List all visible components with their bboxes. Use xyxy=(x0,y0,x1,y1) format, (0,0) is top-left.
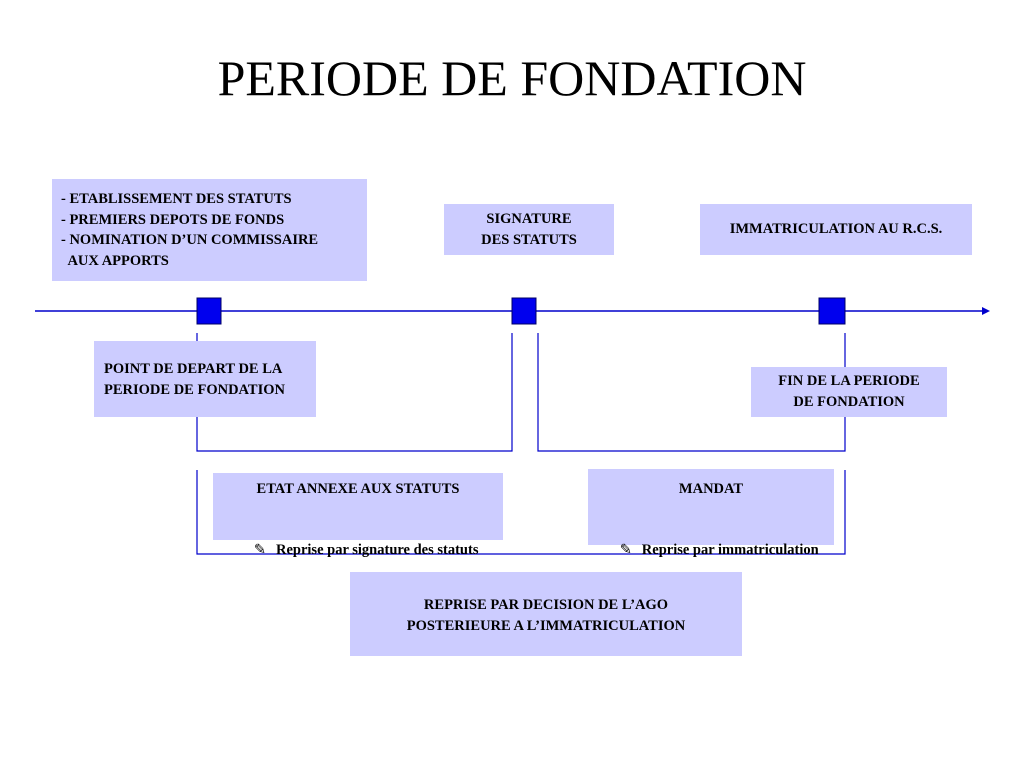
box-item: ✎ Reprise par signature des statuts xyxy=(213,520,503,582)
box-line: - NOMINATION D’UN COMMISSAIRE xyxy=(61,232,319,248)
box-line: REPRISE PAR DECISION DE L’AGO xyxy=(423,597,669,613)
box-item-text: Reprise par immatriculation xyxy=(641,542,819,558)
bracket-start-to-end xyxy=(196,470,846,555)
box-line: - PREMIERS DEPOTS DE FONDS xyxy=(61,211,285,228)
box-line: FIN DE LA PERIODE xyxy=(778,373,920,389)
box-mandat: MANDAT ✎ Reprise par immatriculation xyxy=(588,469,834,558)
box-heading: MANDAT xyxy=(678,481,744,497)
box-item-text: Reprise par signature des statuts xyxy=(276,542,479,558)
timeline-arrow-head xyxy=(982,307,990,315)
timeline-marker-signature xyxy=(511,297,537,325)
pencil-icon: ✎ xyxy=(253,542,267,558)
box-statuts-tasks: - ETABLISSEMENT DES STATUTS - PREMIERS D… xyxy=(52,179,367,281)
pencil-icon: ✎ xyxy=(619,542,632,558)
timeline-marker-start xyxy=(196,297,222,325)
box-line: POINT DE DEPART DE LA xyxy=(104,361,283,377)
box-signature: SIGNATURE DES STATUTS xyxy=(444,204,614,255)
box-etat-annexe: ETAT ANNEXE AUX STATUTS ✎ Reprise par sig… xyxy=(213,473,503,558)
box-item: ✎ Reprise par immatriculation xyxy=(588,520,834,582)
timeline-marker-end xyxy=(818,297,846,325)
box-point-depart: POINT DE DEPART DE LA PERIODE DE FONDATI… xyxy=(94,341,316,417)
box-line: SIGNATURE xyxy=(486,211,572,227)
box-immatriculation: IMMATRICULATION AU R.C.S. xyxy=(700,204,972,255)
box-line: DES STATUTS xyxy=(481,231,577,248)
box-fin-periode: FIN DE LA PERIODE DE FONDATION xyxy=(751,367,947,417)
page-title: PERIODE DE FONDATION xyxy=(217,50,807,106)
box-line: PERIODE DE FONDATION xyxy=(104,381,285,398)
box-reprise-ago: REPRISE PAR DECISION DE L’AGO POSTERIEUR… xyxy=(350,572,742,656)
box-line: DE FONDATION xyxy=(793,393,905,410)
box-heading: ETAT ANNEXE AUX STATUTS xyxy=(256,481,460,497)
box-line: IMMATRICULATION AU R.C.S. xyxy=(729,221,943,237)
box-line: POSTERIEURE A L’IMMATRICULATION xyxy=(406,617,686,634)
box-line: AUX APPORTS xyxy=(61,252,169,269)
box-line: - ETABLISSEMENT DES STATUTS xyxy=(61,191,292,207)
